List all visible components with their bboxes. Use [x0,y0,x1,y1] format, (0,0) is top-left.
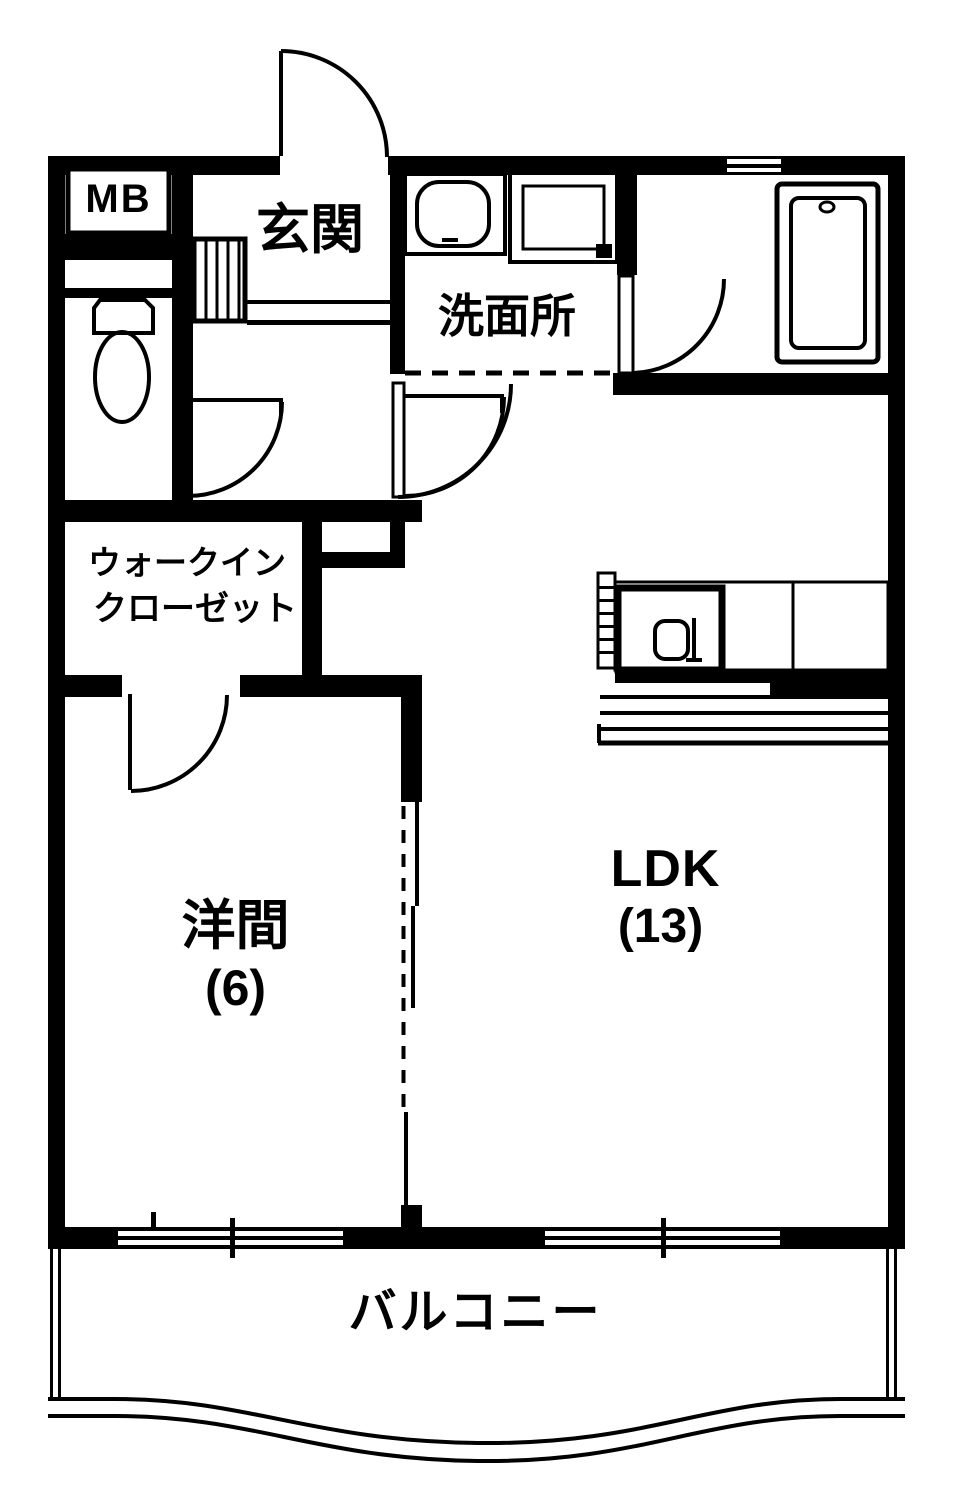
meter-box-outline [65,166,172,236]
sliding-partition [401,802,419,1207]
wic-door-arc [128,694,229,793]
balcony-railing [48,1247,905,1464]
room-label-meter-box: MB [85,177,152,221]
washing-machine-pan [508,171,619,264]
toilet-fixture [92,298,155,424]
hall-door-arc [186,398,284,498]
room-label-western-room: 洋間 [181,896,290,956]
bath-window [727,159,781,172]
entrance-door-arc [279,49,389,158]
wic-door-opening [122,675,240,697]
room-label-washroom: 洗面所 [438,290,576,342]
room-label-balcony: バルコニー [348,1286,603,1339]
kitchen-counter-lines [597,695,888,746]
vanity-sink [403,172,507,256]
balcony-window-ldk [545,1218,780,1258]
room-label-entrance: 玄関 [256,200,364,260]
kitchen-counter [596,571,890,746]
shoe-cabinet [191,236,248,324]
balcony-window-bedroom [118,1212,343,1258]
bathtub [774,181,881,365]
ldk-door-arc [391,381,513,499]
room-label-wic-line1: ウォークイン [88,544,286,581]
room-label-wic-line2: クローゼット [93,590,297,628]
bath-door-arc [617,274,726,375]
room-label-ldk: LDK [610,840,721,898]
room-size-western-room: (6) [204,960,267,1016]
entrance-step-edge [247,300,392,325]
room-size-ldk: (13) [617,900,704,953]
